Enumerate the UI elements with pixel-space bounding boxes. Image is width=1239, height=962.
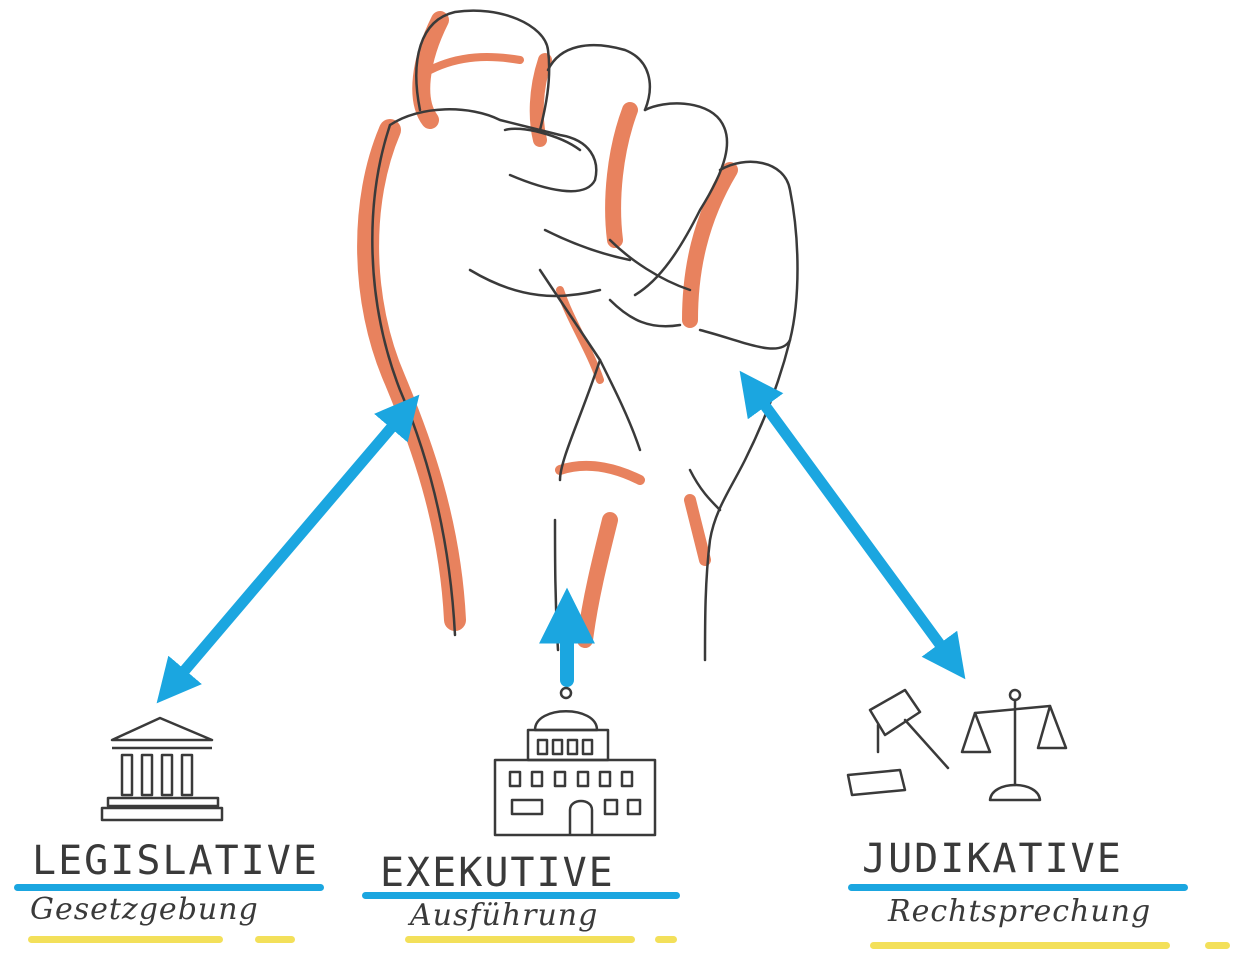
parliament-building-icon: [100, 716, 224, 822]
arrow-legislative: [156, 394, 420, 704]
judicative-title: JUDIKATIVE: [862, 836, 1123, 882]
judicative-subtitle: Rechtsprechung: [888, 894, 1152, 929]
judicative-subtitle-underline-b: [1205, 942, 1230, 949]
legislative-title: LEGISLATIVE: [32, 838, 319, 884]
legislative-title-underline: [14, 884, 324, 891]
executive-subtitle-underline-b: [655, 936, 677, 943]
executive-subtitle-underline-a: [405, 936, 635, 943]
raised-fist-icon: [357, 9, 799, 662]
executive-title-underline: [362, 892, 680, 899]
judicative-subtitle-underline-a: [870, 942, 1170, 949]
arrow-judicative: [739, 370, 966, 680]
government-building-icon: [493, 686, 657, 837]
executive-title: EXEKUTIVE: [380, 850, 615, 896]
gavel-and-scales-icon: [846, 688, 1068, 802]
executive-subtitle: Ausführung: [410, 898, 599, 933]
judicative-title-underline: [848, 884, 1188, 891]
legislative-subtitle-underline-a: [28, 936, 223, 943]
legislative-subtitle: Gesetzgebung: [30, 892, 259, 927]
legislative-subtitle-underline-b: [255, 936, 295, 943]
